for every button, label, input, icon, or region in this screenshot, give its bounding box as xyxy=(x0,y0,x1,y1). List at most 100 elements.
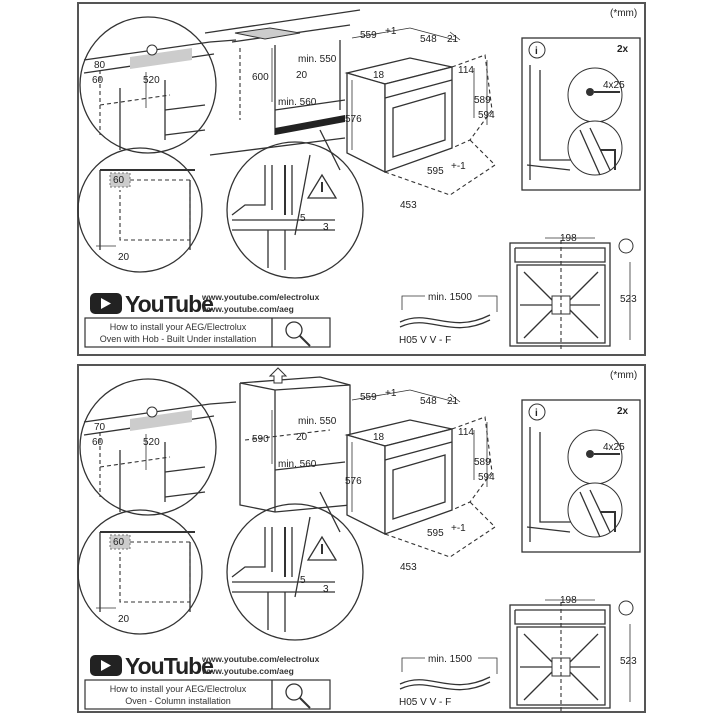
screw-size: 4x25 xyxy=(603,442,625,453)
line xyxy=(523,309,553,339)
video-caption: How to install your AEG/Electrolux xyxy=(110,684,247,694)
dimension-label: 60 xyxy=(92,437,104,448)
units-note: (*mm) xyxy=(610,8,637,19)
detail-circle xyxy=(77,147,203,273)
line xyxy=(478,295,498,312)
dimension-label: 21 xyxy=(447,396,459,407)
dimension-label: 20 xyxy=(118,614,130,625)
line xyxy=(526,526,571,533)
line xyxy=(569,633,599,663)
video-caption-box xyxy=(84,317,331,348)
info-marker-icon xyxy=(618,600,634,616)
dimension-label: 548 xyxy=(420,34,437,45)
dimension-label: 548 xyxy=(420,396,437,407)
info-icon-glyph: i xyxy=(535,46,538,57)
magnifier-icon xyxy=(285,321,303,339)
dimension-label: 3 xyxy=(323,584,329,595)
warning-mark xyxy=(321,544,323,554)
dimension-label: 21 xyxy=(447,34,459,45)
line xyxy=(209,401,237,405)
info-marker-icon xyxy=(146,406,158,418)
line xyxy=(204,9,361,34)
front-frame xyxy=(509,604,611,709)
height-dimension: 523 xyxy=(620,656,637,667)
dimension-label: 520 xyxy=(143,75,160,86)
line xyxy=(526,164,571,171)
zoom-circle xyxy=(567,429,623,485)
line xyxy=(244,429,331,441)
cable-length: min. 1500 xyxy=(428,654,472,665)
oven-window xyxy=(392,454,446,520)
line xyxy=(294,154,311,236)
warning-mark xyxy=(321,182,323,192)
line xyxy=(514,609,606,625)
info-icon-glyph: i xyxy=(535,408,538,419)
youtube-block: YouTubewww.youtube.com/electroluxwww.you… xyxy=(84,291,331,348)
magnifier-icon xyxy=(285,683,303,701)
dimension-label: 589 xyxy=(474,95,491,106)
dimension-label: 60 xyxy=(113,175,125,186)
video-caption: Oven with Hob - Built Under installation xyxy=(100,334,257,344)
dimension-label: 5 xyxy=(300,213,306,224)
dimension-label: min. 560 xyxy=(278,459,317,470)
line xyxy=(351,389,411,401)
detail-circle xyxy=(77,509,203,635)
dimension-label: 600 xyxy=(252,72,269,83)
dimension-label: 576 xyxy=(345,476,362,487)
line xyxy=(579,491,601,538)
zoom-circle xyxy=(567,67,623,123)
width-dimension: 198 xyxy=(560,233,577,244)
dimension-label: 590 xyxy=(252,434,269,445)
dimension-label: min. 560 xyxy=(278,97,317,108)
line xyxy=(384,501,496,558)
line xyxy=(239,382,351,391)
line xyxy=(164,129,206,136)
superscript: +-1 xyxy=(451,523,466,534)
line xyxy=(449,393,461,403)
magnifier-handle xyxy=(299,335,311,347)
plinth-vent xyxy=(275,115,345,135)
youtube-link: www.youtube.com/electrolux xyxy=(201,292,320,302)
video-caption-box xyxy=(84,679,331,710)
line xyxy=(231,165,266,216)
cable xyxy=(399,676,491,686)
cable-length: min. 1500 xyxy=(428,292,472,303)
line xyxy=(401,657,425,672)
superscript: +-1 xyxy=(451,161,466,172)
youtube-logo: YouTube xyxy=(125,291,213,317)
detail-circle xyxy=(226,141,364,279)
detail-circle xyxy=(226,503,364,641)
dimension-label: 18 xyxy=(373,70,385,81)
dimension-label: 594 xyxy=(478,110,495,121)
youtube-link: www.youtube.com/aeg xyxy=(201,666,294,676)
cable xyxy=(399,314,491,324)
vent-area xyxy=(109,534,131,550)
play-triangle xyxy=(101,660,111,671)
screw-size: 4x25 xyxy=(603,80,625,91)
arrow-up-icon xyxy=(268,367,288,384)
dimension-label: 453 xyxy=(400,200,417,211)
info-marker-icon xyxy=(618,238,634,254)
dimension-label: min. 550 xyxy=(298,416,337,427)
cable-type: H05 V V - F xyxy=(399,697,451,708)
line xyxy=(600,511,616,532)
line xyxy=(209,137,346,156)
screw-icon xyxy=(586,88,594,96)
dimension-label: 18 xyxy=(373,432,385,443)
front-frame xyxy=(509,242,611,347)
line xyxy=(514,247,606,263)
cable xyxy=(399,681,491,691)
dimension-label: 5 xyxy=(300,575,306,586)
line xyxy=(294,516,311,598)
dimension-label: 60 xyxy=(113,537,125,548)
dimension-label: 595 xyxy=(427,528,444,539)
panel-frame xyxy=(77,2,646,356)
line xyxy=(231,527,266,578)
